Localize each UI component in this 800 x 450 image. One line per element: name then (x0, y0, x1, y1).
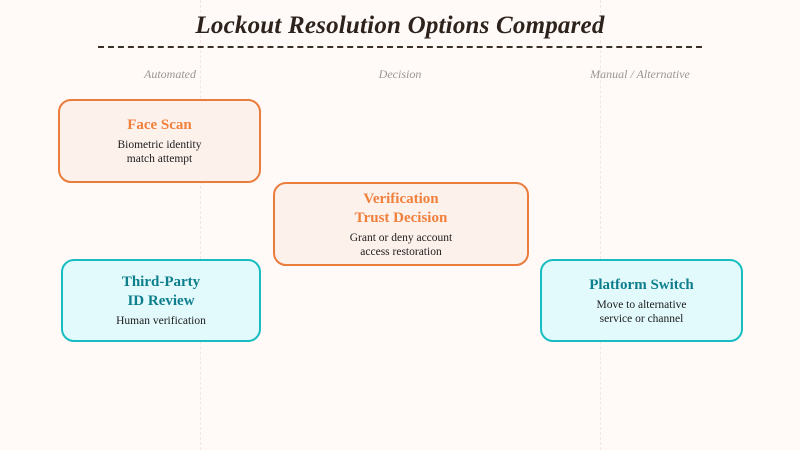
card-verification-trust-decision-title: Verification Trust Decision (354, 190, 448, 226)
card-third-party-id-review-description: Human verification (116, 315, 206, 327)
column-header-automated: Automated (144, 67, 196, 81)
page-title: Lockout Resolution Options Compared (195, 12, 605, 39)
column-header-manual-alternative: Manual / Alternative (590, 67, 690, 81)
card-platform-switch-description: Move to alternative service or channel (596, 298, 687, 325)
card-third-party-id-review-title: Third-Party ID Review (121, 274, 201, 309)
card-platform-switch[interactable]: Platform Switch Move to alternative serv… (540, 259, 743, 342)
column-divider-2 (600, 0, 601, 450)
card-face-scan[interactable]: Face Scan Biometric identity match attem… (58, 99, 261, 183)
card-verification-trust-decision[interactable]: Verification Trust Decision Grant or den… (273, 182, 529, 266)
card-third-party-id-review[interactable]: Third-Party ID Review Human verification (61, 259, 261, 342)
card-platform-switch-title: Platform Switch (589, 276, 694, 293)
title-block: Lockout Resolution Options Compared (0, 10, 800, 42)
card-face-scan-title: Face Scan (127, 117, 192, 133)
card-verification-trust-decision-description: Grant or deny account access restoration (349, 231, 453, 258)
column-header-decision: Decision (378, 67, 422, 81)
card-face-scan-description: Biometric identity match attempt (117, 139, 202, 165)
title-underline-rule (98, 46, 702, 48)
column-divider-1 (200, 0, 201, 450)
